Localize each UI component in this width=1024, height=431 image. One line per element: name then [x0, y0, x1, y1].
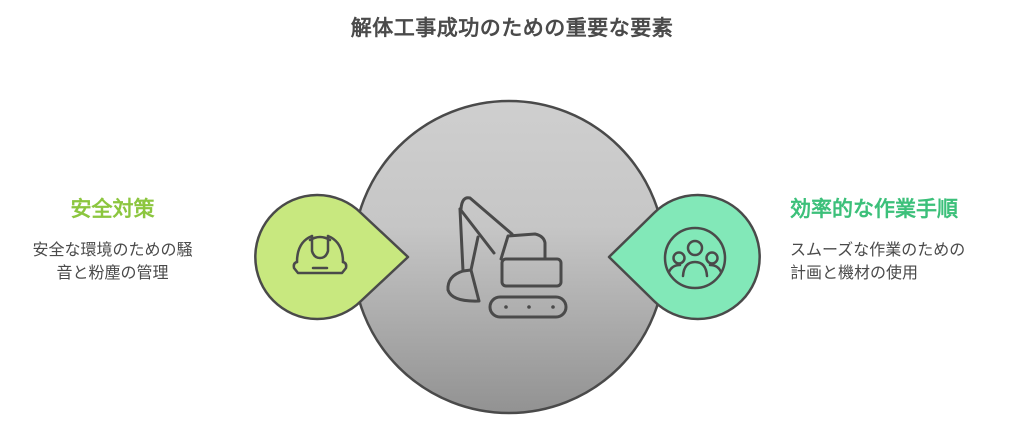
left-pin [254, 193, 410, 321]
safety-description: 安全な環境のための騒 音と粉塵の管理 [32, 240, 193, 282]
workflow-heading: 効率的な作業手順 [790, 197, 958, 221]
workflow-description: スムーズな作業のための 計画と機材の使用 [790, 240, 966, 282]
efficient-workflow-block: 効率的な作業手順 スムーズな作業のための 計画と機材の使用 [790, 196, 1020, 284]
hard-hat-icon [292, 234, 348, 275]
excavator-icon [446, 196, 568, 319]
safety-measures-block: 安全対策 安全な環境のための騒 音と粉塵の管理 [10, 196, 215, 284]
team-icon [663, 226, 727, 290]
safety-heading: 安全対策 [70, 197, 155, 221]
diagram-title: 解体工事成功のための重要な要素 [350, 16, 674, 40]
